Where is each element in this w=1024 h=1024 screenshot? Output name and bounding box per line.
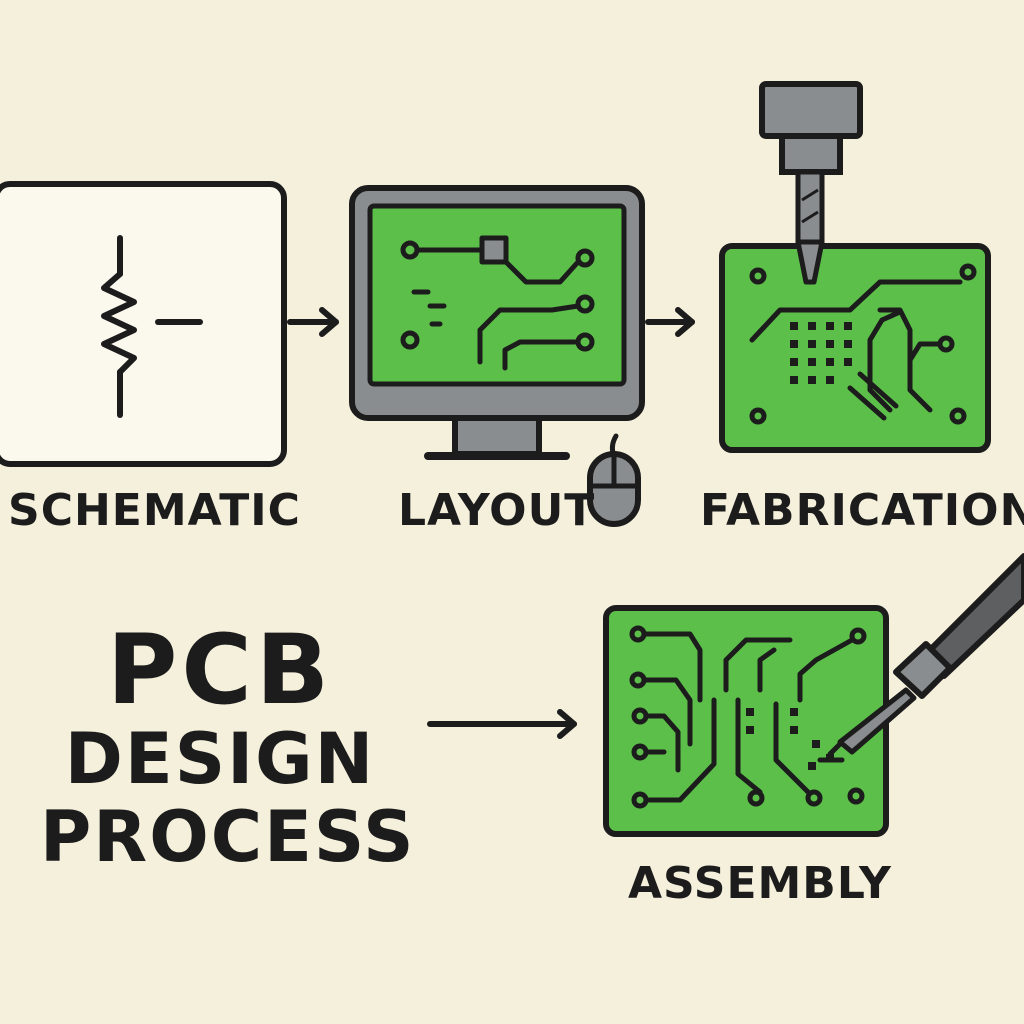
resistor-icon (101, 235, 203, 418)
via-grid (790, 322, 852, 384)
layout-traces (400, 235, 595, 371)
arrow-title-to-assembly (427, 709, 577, 739)
title-line-3: PROCESS (40, 796, 416, 878)
title-line-2: DESIGN (64, 718, 376, 800)
step-label-schematic: SCHEMATIC (8, 485, 301, 536)
mouse-icon (587, 433, 641, 527)
step-label-layout: LAYOUT (398, 485, 596, 536)
arrow-schematic-to-layout (287, 307, 339, 337)
step-label-assembly: ASSEMBLY (628, 858, 892, 909)
arrow-layout-to-fabrication (645, 307, 695, 337)
diagram-title: PCB DESIGN PROCESS (40, 614, 416, 878)
monitor-icon (349, 185, 645, 460)
assembly-board (603, 553, 1024, 837)
fabrication-board (719, 81, 991, 453)
title-line-1: PCB (107, 614, 333, 726)
schematic-panel (0, 181, 287, 467)
soldering-iron-icon (827, 553, 1024, 757)
drill-icon (759, 81, 863, 285)
step-label-fabrication: FABRICATION (700, 485, 1024, 536)
